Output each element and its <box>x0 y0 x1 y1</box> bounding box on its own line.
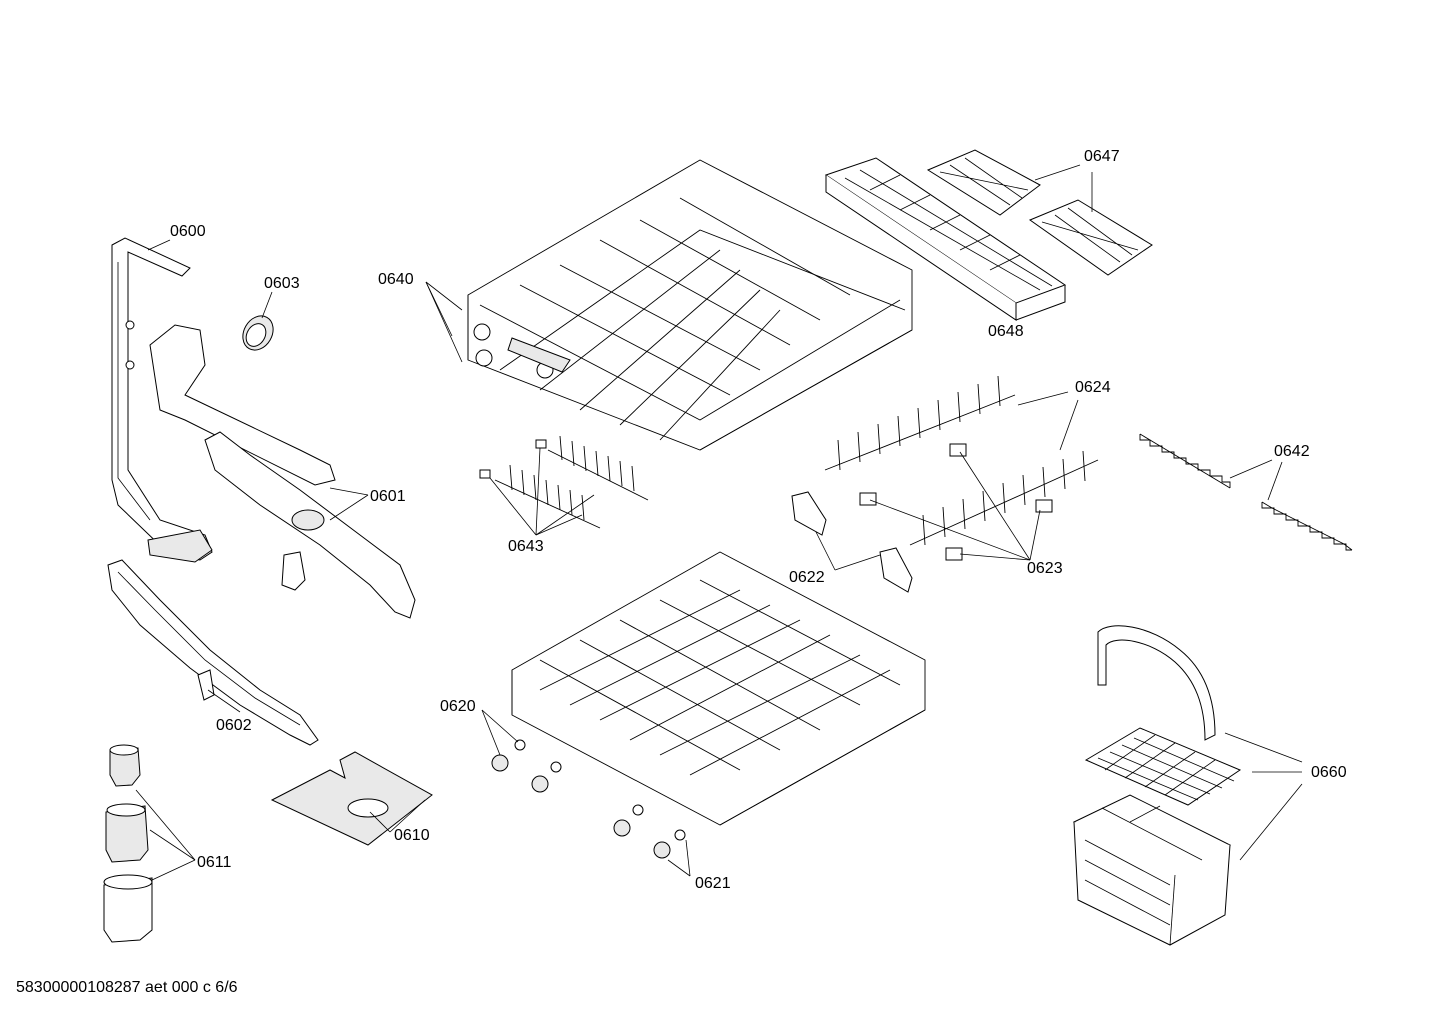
part-0642-step-racks[interactable] <box>1139 433 1353 551</box>
part-0621-wheels[interactable] <box>491 739 686 859</box>
label-0602: 0602 <box>216 717 252 734</box>
part-0620-lower-basket[interactable] <box>511 551 926 826</box>
label-0647: 0647 <box>1084 148 1120 165</box>
part-0603-nozzle[interactable] <box>237 310 279 355</box>
part-0624-tine-rows[interactable] <box>824 375 1099 546</box>
label-0660: 0660 <box>1311 764 1347 781</box>
label-0622: 0622 <box>789 569 825 586</box>
label-0648: 0648 <box>988 323 1024 340</box>
label-0624: 0624 <box>1075 379 1111 396</box>
part-0648-cutlery-tray[interactable] <box>824 157 1067 321</box>
part-0623-clips[interactable] <box>859 443 1053 561</box>
part-0643-tine-rows[interactable] <box>479 435 649 529</box>
part-0611-filters[interactable] <box>103 744 153 943</box>
label-0621: 0621 <box>695 875 731 892</box>
part-0600-feed-tube[interactable] <box>111 237 213 563</box>
label-0610: 0610 <box>394 827 430 844</box>
part-0610-filter-plate[interactable] <box>270 751 433 846</box>
label-0643: 0643 <box>508 538 544 555</box>
document-id-footer: 58300000108287 aet 000 c 6/6 <box>16 979 238 996</box>
callout-labels: 0600 0603 0601 0602 0611 0610 0640 0643 … <box>170 148 1347 892</box>
part-0602-lower-spray-arm[interactable] <box>107 559 319 746</box>
label-0642: 0642 <box>1274 443 1310 460</box>
part-0640-upper-basket[interactable] <box>467 159 913 451</box>
label-0603: 0603 <box>264 275 300 292</box>
part-0647-inserts[interactable] <box>926 149 1153 276</box>
label-0600: 0600 <box>170 223 206 240</box>
part-0601-upper-spray-arm[interactable] <box>149 324 416 619</box>
label-0623: 0623 <box>1027 560 1063 577</box>
leader-lines <box>135 164 1303 881</box>
label-0601: 0601 <box>370 488 406 505</box>
label-0640: 0640 <box>378 271 414 288</box>
part-0660-cutlery-basket[interactable] <box>1072 625 1242 946</box>
label-0620: 0620 <box>440 698 476 715</box>
part-0622-brackets[interactable] <box>791 491 913 593</box>
label-0611: 0611 <box>197 854 232 871</box>
